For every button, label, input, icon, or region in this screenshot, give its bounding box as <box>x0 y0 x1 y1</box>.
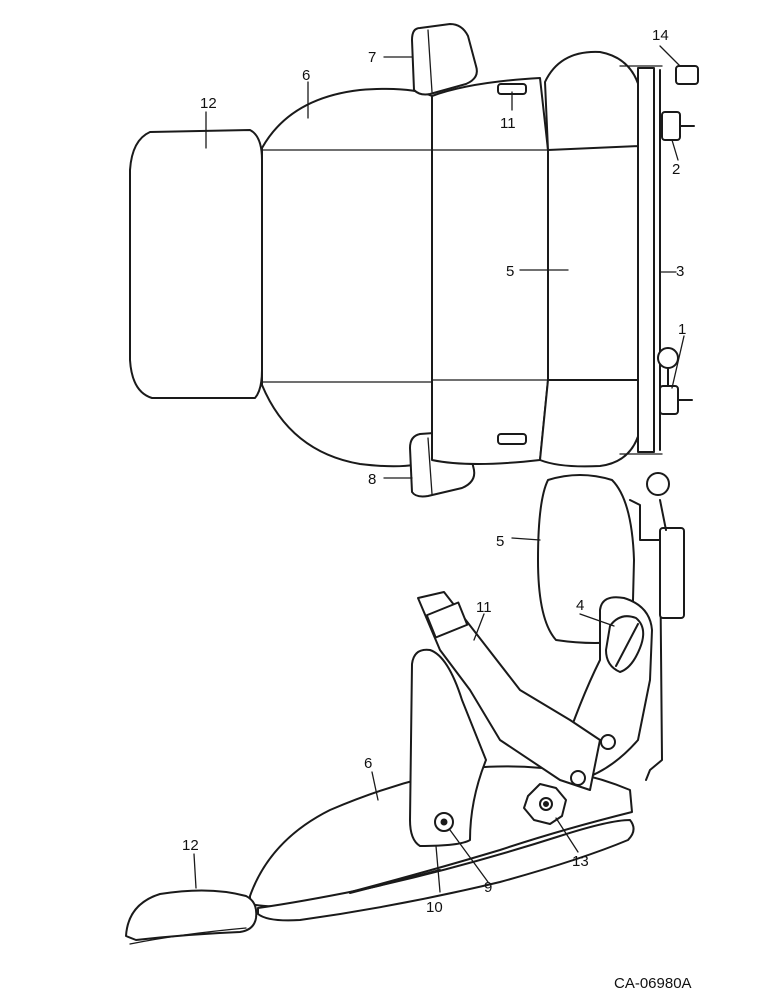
callout-11-front: 11 <box>500 115 516 132</box>
backrest <box>261 87 433 468</box>
bracket-upper <box>661 111 681 141</box>
side-view: 5 4 11 6 12 9 13 10 <box>125 472 685 945</box>
side-headrest <box>125 889 258 941</box>
seat-cushion <box>431 77 549 465</box>
bracket-lower <box>659 385 679 415</box>
callout-12-front: 12 <box>200 95 217 112</box>
seat-frame-rail <box>637 67 655 453</box>
callout-4: 4 <box>576 597 584 614</box>
callout-9: 9 <box>484 879 492 896</box>
adjuster-14 <box>675 65 699 85</box>
callout-6-front: 6 <box>302 67 310 84</box>
lever-knob <box>657 347 679 369</box>
armrest-upper <box>411 23 478 96</box>
callout-1: 1 <box>678 321 686 338</box>
seat-belt <box>417 591 601 791</box>
callout-11-side: 11 <box>476 599 492 616</box>
callout-7: 7 <box>368 49 376 66</box>
callout-5-front: 5 <box>506 263 514 280</box>
side-armrest <box>409 648 487 847</box>
callout-10: 10 <box>426 899 443 916</box>
figure-code: CA-06980A <box>614 975 692 992</box>
callout-14: 14 <box>652 27 669 44</box>
headrest <box>129 129 263 399</box>
front-view: 12 6 7 8 5 11 14 2 3 1 <box>129 23 699 498</box>
callout-13: 13 <box>572 853 589 870</box>
callout-2: 2 <box>672 161 680 178</box>
callout-6-side: 6 <box>364 755 372 772</box>
callout-12-side: 12 <box>182 837 199 854</box>
callout-8: 8 <box>368 471 376 488</box>
callout-3: 3 <box>676 263 684 280</box>
callout-5-side: 5 <box>496 533 504 550</box>
